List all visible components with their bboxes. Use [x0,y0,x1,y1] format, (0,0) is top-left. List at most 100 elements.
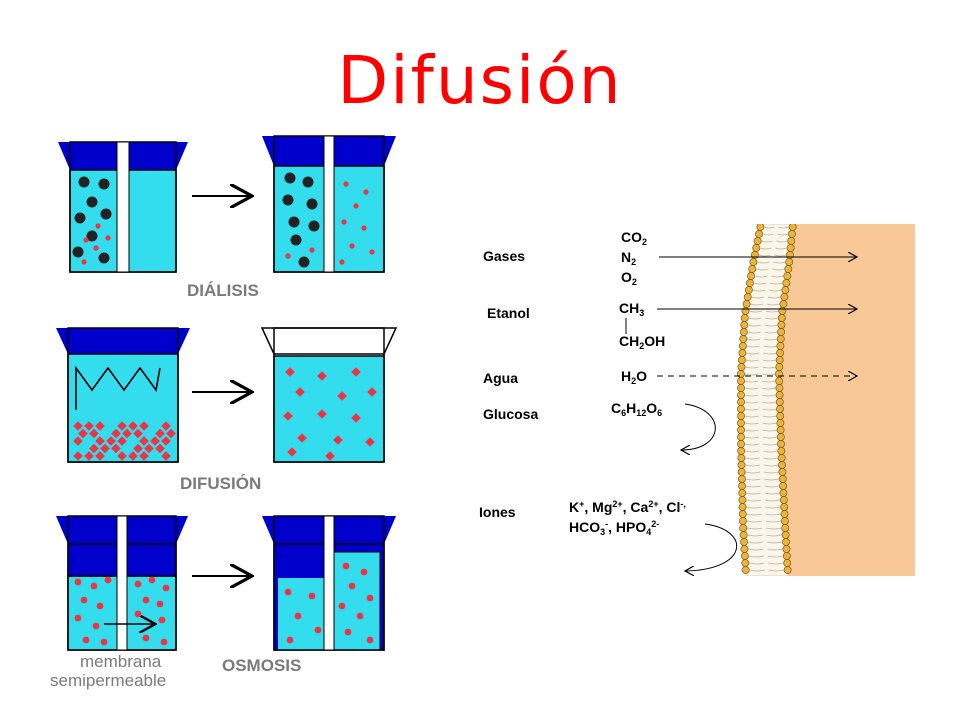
lipid-tail [762,359,776,362]
lipid-tail [747,527,763,530]
lipid-tail [762,443,778,446]
particle [86,196,98,208]
particle [142,634,150,642]
lipid-head [780,517,789,525]
lipid-head [777,447,786,455]
lipid-tail [766,303,780,306]
lipid-tail [765,317,778,320]
lipid-tail [774,254,787,257]
lipid-head [737,454,746,462]
diffusion-label: DIFUSIÓN [180,474,261,493]
particle [86,230,98,242]
particle [286,636,294,644]
lipid-tail [750,303,764,306]
lipid-tail [762,422,777,425]
particle [161,421,171,431]
lipid-head [739,328,748,336]
lipid-tail [762,394,776,397]
lipid-tail [745,450,760,453]
lipid-head [737,440,745,448]
molecule-ions-line2: HCO3-, HPO42- [569,519,659,537]
particle [74,212,86,224]
extracellular-region [779,224,915,576]
lipid-tail [764,492,780,495]
particle [366,636,374,644]
lipid-tail [744,401,759,404]
lipid-head [775,363,784,371]
lipid-head [776,349,784,357]
lipid-head [782,538,790,546]
lipid-head [737,405,745,413]
lipid-tail [746,492,761,495]
molecule-ions-line1: K+, Mg2+, Ca2+, Cl-, [569,499,686,515]
particle [150,436,160,446]
lipid-tail [762,436,777,439]
lipid-head [788,230,796,238]
particle [294,612,302,620]
particle [92,622,100,630]
lipid-tail [768,562,784,565]
row-label-etanol: Etanol [487,305,530,321]
particle [98,252,110,264]
lipid-head [785,258,794,266]
lipid-head [783,559,792,567]
particle [82,636,90,644]
particle [284,172,296,184]
osmosis-after-beaker [262,515,396,651]
lipid-tail [744,443,760,446]
lipid-tail [744,422,759,425]
lipid-tail [744,387,759,390]
lipid-head [738,517,747,525]
particle [80,596,88,604]
lipid-head [782,545,791,553]
lipid-head [778,468,787,476]
lipid-head [737,475,746,483]
lipid-tail [746,506,762,509]
particle [134,610,142,618]
lipid-tail [744,415,759,418]
lipid-head [775,370,783,378]
particle [285,253,291,259]
lipid-head [737,363,746,371]
particle [288,216,300,228]
lipid-head [739,524,748,532]
lipid-tail [766,527,782,530]
lipid-tail [762,429,777,432]
lipid-head [744,286,753,294]
lipid-tail [765,506,781,509]
particle [81,259,87,265]
particle [348,582,356,590]
membrane-label-line2: semipermeable [50,671,166,690]
particle [306,198,318,210]
lipid-head [776,426,785,434]
lipid-tail [747,541,764,544]
particle [134,580,142,588]
lipid-tail [775,247,787,250]
lipid-tail [765,513,781,516]
lipid-head [780,510,789,518]
particle [133,428,143,439]
lipid-head [777,321,786,329]
particle [74,614,82,622]
lipid-head [775,356,784,364]
lipid-head [776,412,785,420]
lipid-head [785,251,794,259]
lipid-tail [763,457,778,460]
lipid-tail [744,436,760,439]
lipid-tail [744,408,759,411]
particle [308,592,316,600]
lipid-head [750,251,759,259]
lipid-tail [746,513,762,516]
lipid-tail [761,240,773,243]
lipid-tail [767,296,781,299]
particle [363,189,369,195]
lipid-tail [745,359,759,362]
lipid-head [737,370,745,378]
molecule-h2o: H2O [621,368,647,386]
lipid-head [738,496,747,504]
lipid-head [740,321,749,329]
particle [353,203,359,209]
particle [361,225,367,231]
particle [349,243,355,249]
